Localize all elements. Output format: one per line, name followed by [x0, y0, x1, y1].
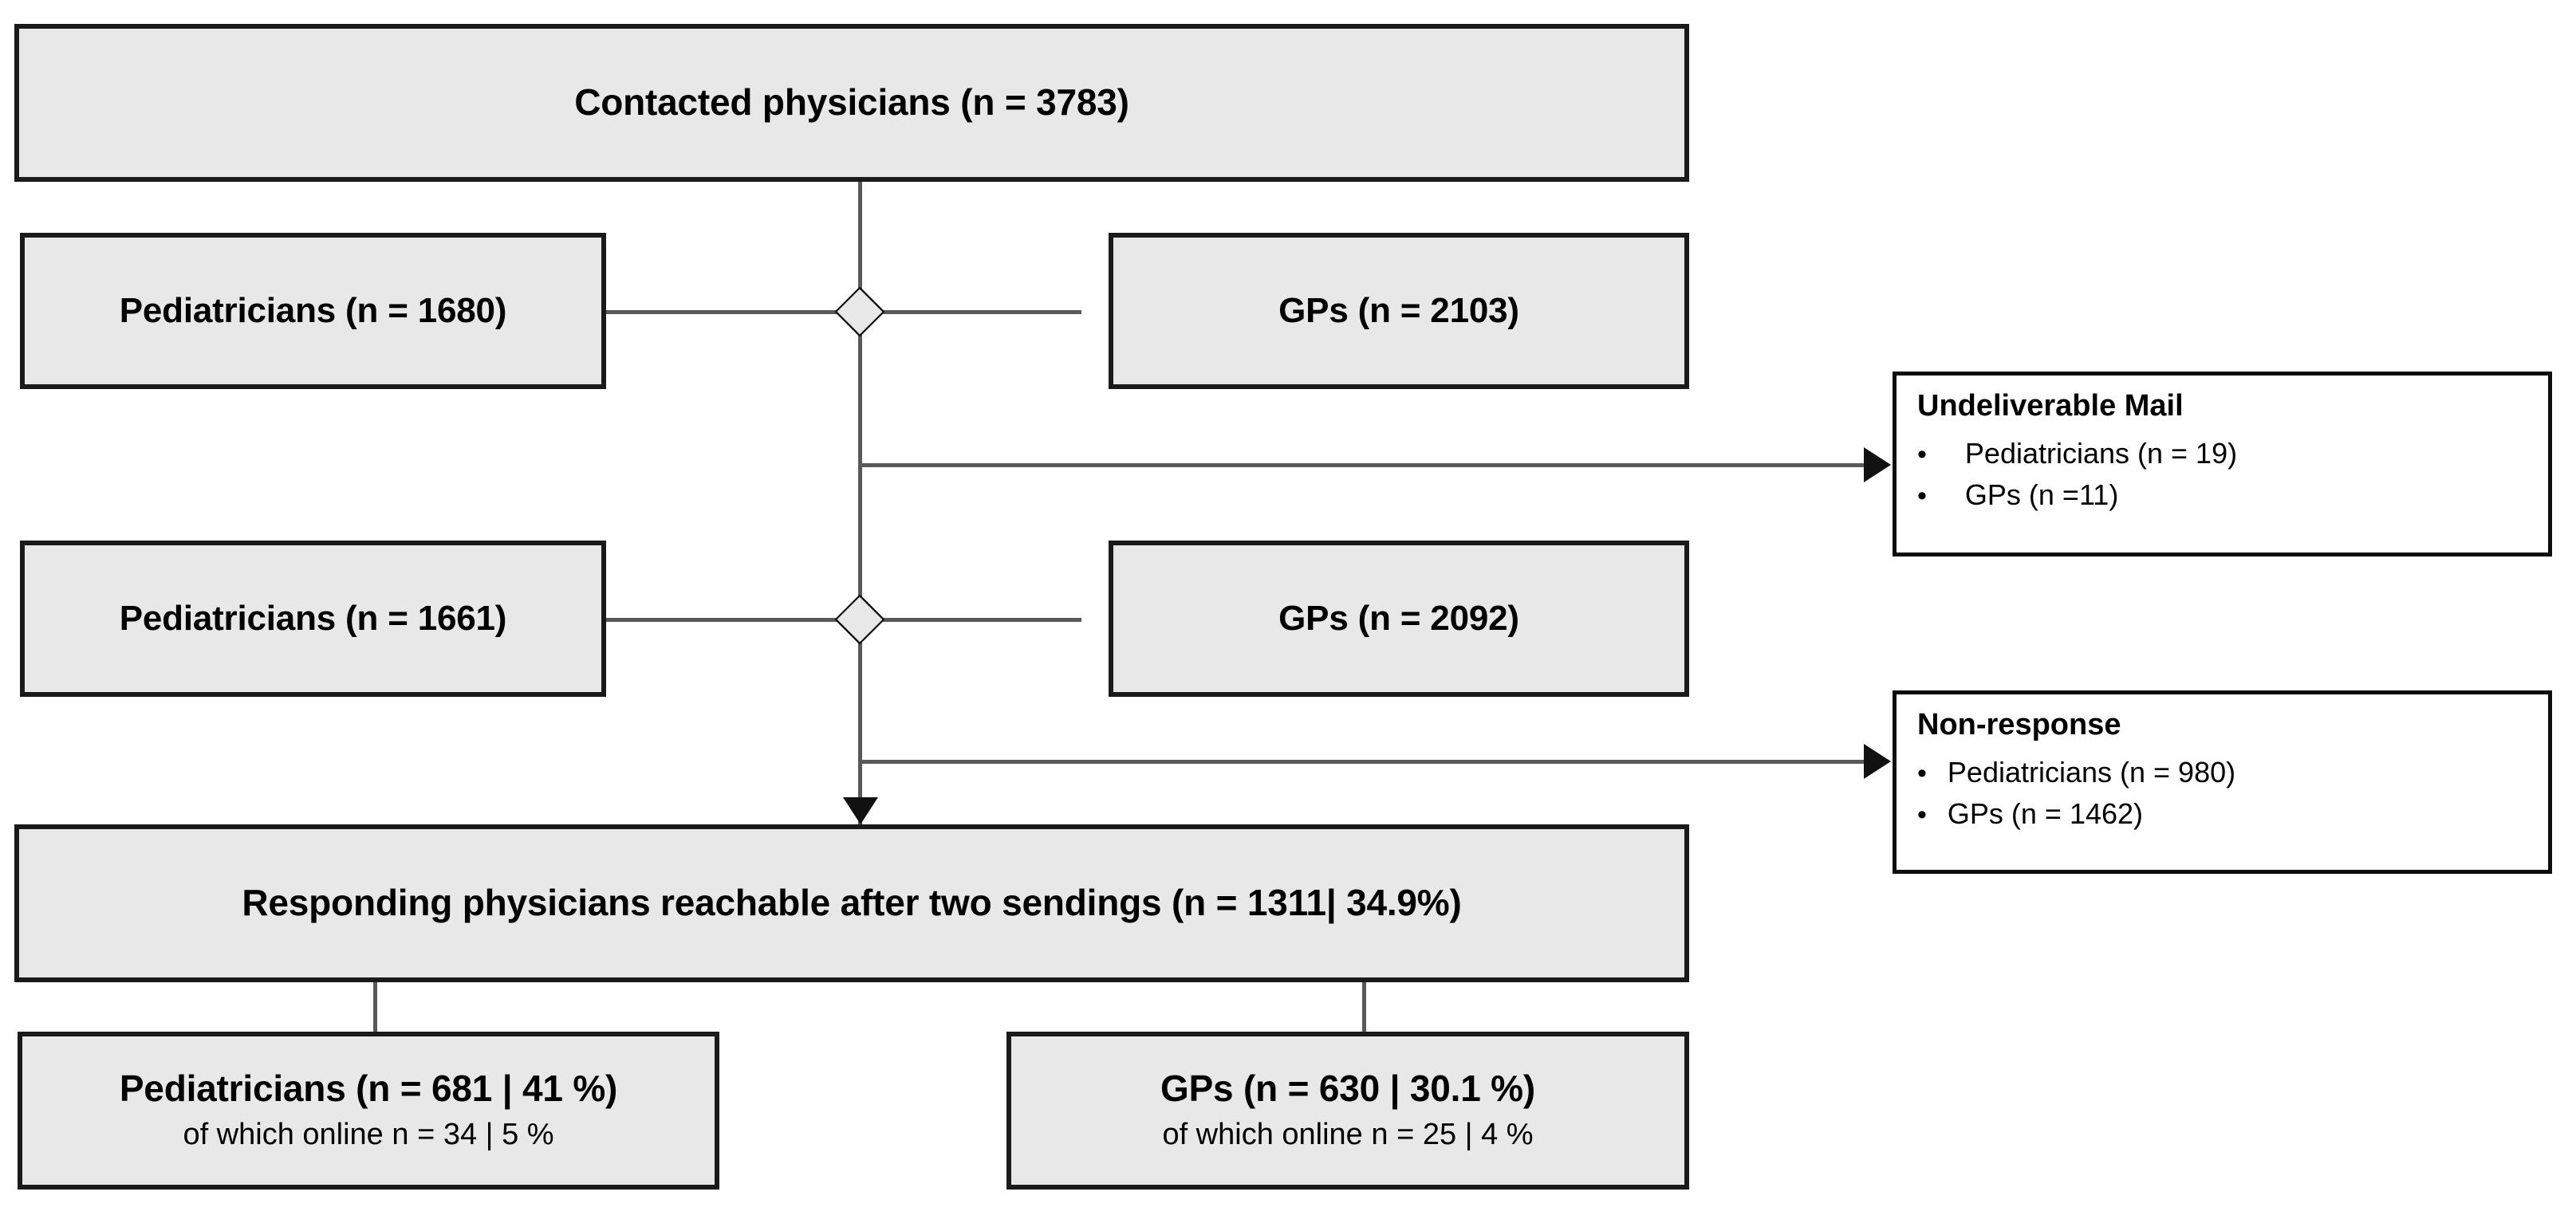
- node-undeliverable-mail[interactable]: Undeliverable Mail • Pediatricians (n = …: [1893, 372, 2552, 556]
- node-responding-physicians[interactable]: Responding physicians reachable after tw…: [14, 824, 1689, 982]
- node-contacted-physicians-label: Contacted physicians (n = 3783): [574, 81, 1129, 124]
- bullet-icon: •: [1917, 757, 1927, 789]
- bullet-icon: •: [1917, 438, 1927, 470]
- node-wave2-gps-label: GPs (n = 2092): [1278, 599, 1519, 639]
- node-wave2-gps[interactable]: GPs (n = 2092): [1109, 541, 1689, 697]
- node-wave1-pediatricians[interactable]: Pediatricians (n = 1680): [20, 233, 606, 389]
- list-item-label: GPs (n =11): [1964, 478, 2119, 511]
- node-result-pediatricians[interactable]: Pediatricians (n = 681 | 41 %) of which …: [18, 1032, 719, 1190]
- node-wave1-pediatricians-label: Pediatricians (n = 1680): [119, 291, 507, 331]
- connector-nonresponse: [858, 760, 1873, 764]
- nonresponse-list: • Pediatricians (n = 980) • GPs (n = 146…: [1917, 752, 2235, 835]
- list-item-label: Pediatricians (n = 19): [1964, 436, 2238, 470]
- list-item: • Pediatricians (n = 19): [1917, 433, 2237, 474]
- decision-diamond-wave1: [834, 286, 885, 337]
- connector-result-pediatricians: [373, 982, 377, 1032]
- undeliverable-mail-list: • Pediatricians (n = 19) • GPs (n =11): [1917, 433, 2237, 516]
- node-contacted-physicians[interactable]: Contacted physicians (n = 3783): [14, 24, 1689, 182]
- node-result-gps-sublabel: of which online n = 25 | 4 %: [1162, 1117, 1534, 1151]
- node-responding-physicians-label: Responding physicians reachable after tw…: [242, 882, 1462, 924]
- node-result-pediatricians-label: Pediatricians (n = 681 | 41 %): [119, 1068, 618, 1110]
- arrowhead-responding-icon: [843, 797, 878, 824]
- arrowhead-undeliverable-icon: [1864, 447, 1891, 482]
- connector-undeliverable: [858, 463, 1873, 467]
- list-item-label: GPs (n = 1462): [1947, 796, 2144, 830]
- node-result-gps[interactable]: GPs (n = 630 | 30.1 %) of which online n…: [1006, 1032, 1689, 1190]
- list-item-label: Pediatricians (n = 980): [1947, 755, 2236, 789]
- node-wave2-pediatricians[interactable]: Pediatricians (n = 1661): [20, 541, 606, 697]
- connector-spine-vertical: [858, 182, 862, 828]
- list-item: • Pediatricians (n = 980): [1917, 752, 2235, 793]
- undeliverable-mail-heading: Undeliverable Mail: [1917, 389, 2184, 423]
- node-wave1-gps-label: GPs (n = 2103): [1278, 291, 1519, 331]
- node-nonresponse[interactable]: Non-response • Pediatricians (n = 980) •…: [1893, 690, 2552, 874]
- arrowhead-nonresponse-icon: [1864, 744, 1891, 779]
- node-result-pediatricians-sublabel: of which online n = 34 | 5 %: [183, 1117, 554, 1151]
- bullet-icon: •: [1917, 480, 1927, 511]
- node-wave1-gps[interactable]: GPs (n = 2103): [1109, 233, 1689, 389]
- connector-result-gps: [1362, 982, 1366, 1032]
- list-item: • GPs (n = 1462): [1917, 793, 2235, 835]
- list-item: • GPs (n =11): [1917, 474, 2237, 516]
- bullet-icon: •: [1917, 799, 1927, 830]
- decision-diamond-wave2: [834, 594, 885, 645]
- node-wave2-pediatricians-label: Pediatricians (n = 1661): [119, 599, 507, 639]
- node-result-gps-label: GPs (n = 630 | 30.1 %): [1160, 1068, 1535, 1110]
- nonresponse-heading: Non-response: [1917, 708, 2121, 741]
